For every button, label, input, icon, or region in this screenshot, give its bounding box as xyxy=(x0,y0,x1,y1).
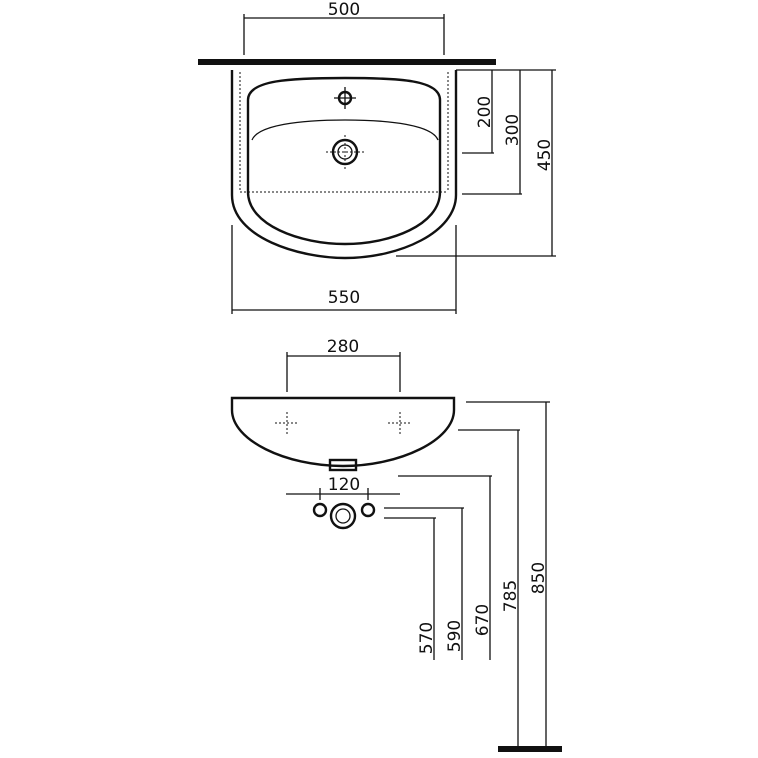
top-view: 500 550 200 300 450 xyxy=(198,0,556,314)
dim-280-label: 280 xyxy=(327,337,359,357)
dim-850-label: 850 xyxy=(529,562,549,594)
dim-550-label: 550 xyxy=(328,288,360,308)
right-tap-marker-icon xyxy=(388,412,412,434)
dim-450-label: 450 xyxy=(535,139,555,171)
drain-icon xyxy=(326,135,364,169)
drain-outlet-icon xyxy=(329,502,357,530)
basin-inner-outline xyxy=(246,76,442,246)
basin-front-outline xyxy=(230,396,456,468)
dim-785-label: 785 xyxy=(501,580,521,612)
dim-500-label: 500 xyxy=(328,0,360,20)
wall-bar xyxy=(198,59,496,65)
basin-outer-outline xyxy=(230,70,458,260)
left-tap-marker-icon xyxy=(275,412,299,434)
right-supply-fitting-icon xyxy=(360,502,376,518)
dim-300-label: 300 xyxy=(503,114,523,146)
trap-stub xyxy=(328,458,358,472)
dim-590-label: 590 xyxy=(445,620,465,652)
tap-hole-icon xyxy=(334,87,356,109)
dim-200-label: 200 xyxy=(475,96,495,128)
basin-bowl-rim xyxy=(251,119,439,141)
front-view: 280 120 570 590 670 785 850 xyxy=(230,337,562,752)
dim-120-label: 120 xyxy=(328,475,360,495)
dim-670-label: 670 xyxy=(473,604,493,636)
dim-570-label: 570 xyxy=(417,622,437,654)
floor-bar xyxy=(498,746,562,752)
left-supply-fitting-icon xyxy=(312,502,328,518)
